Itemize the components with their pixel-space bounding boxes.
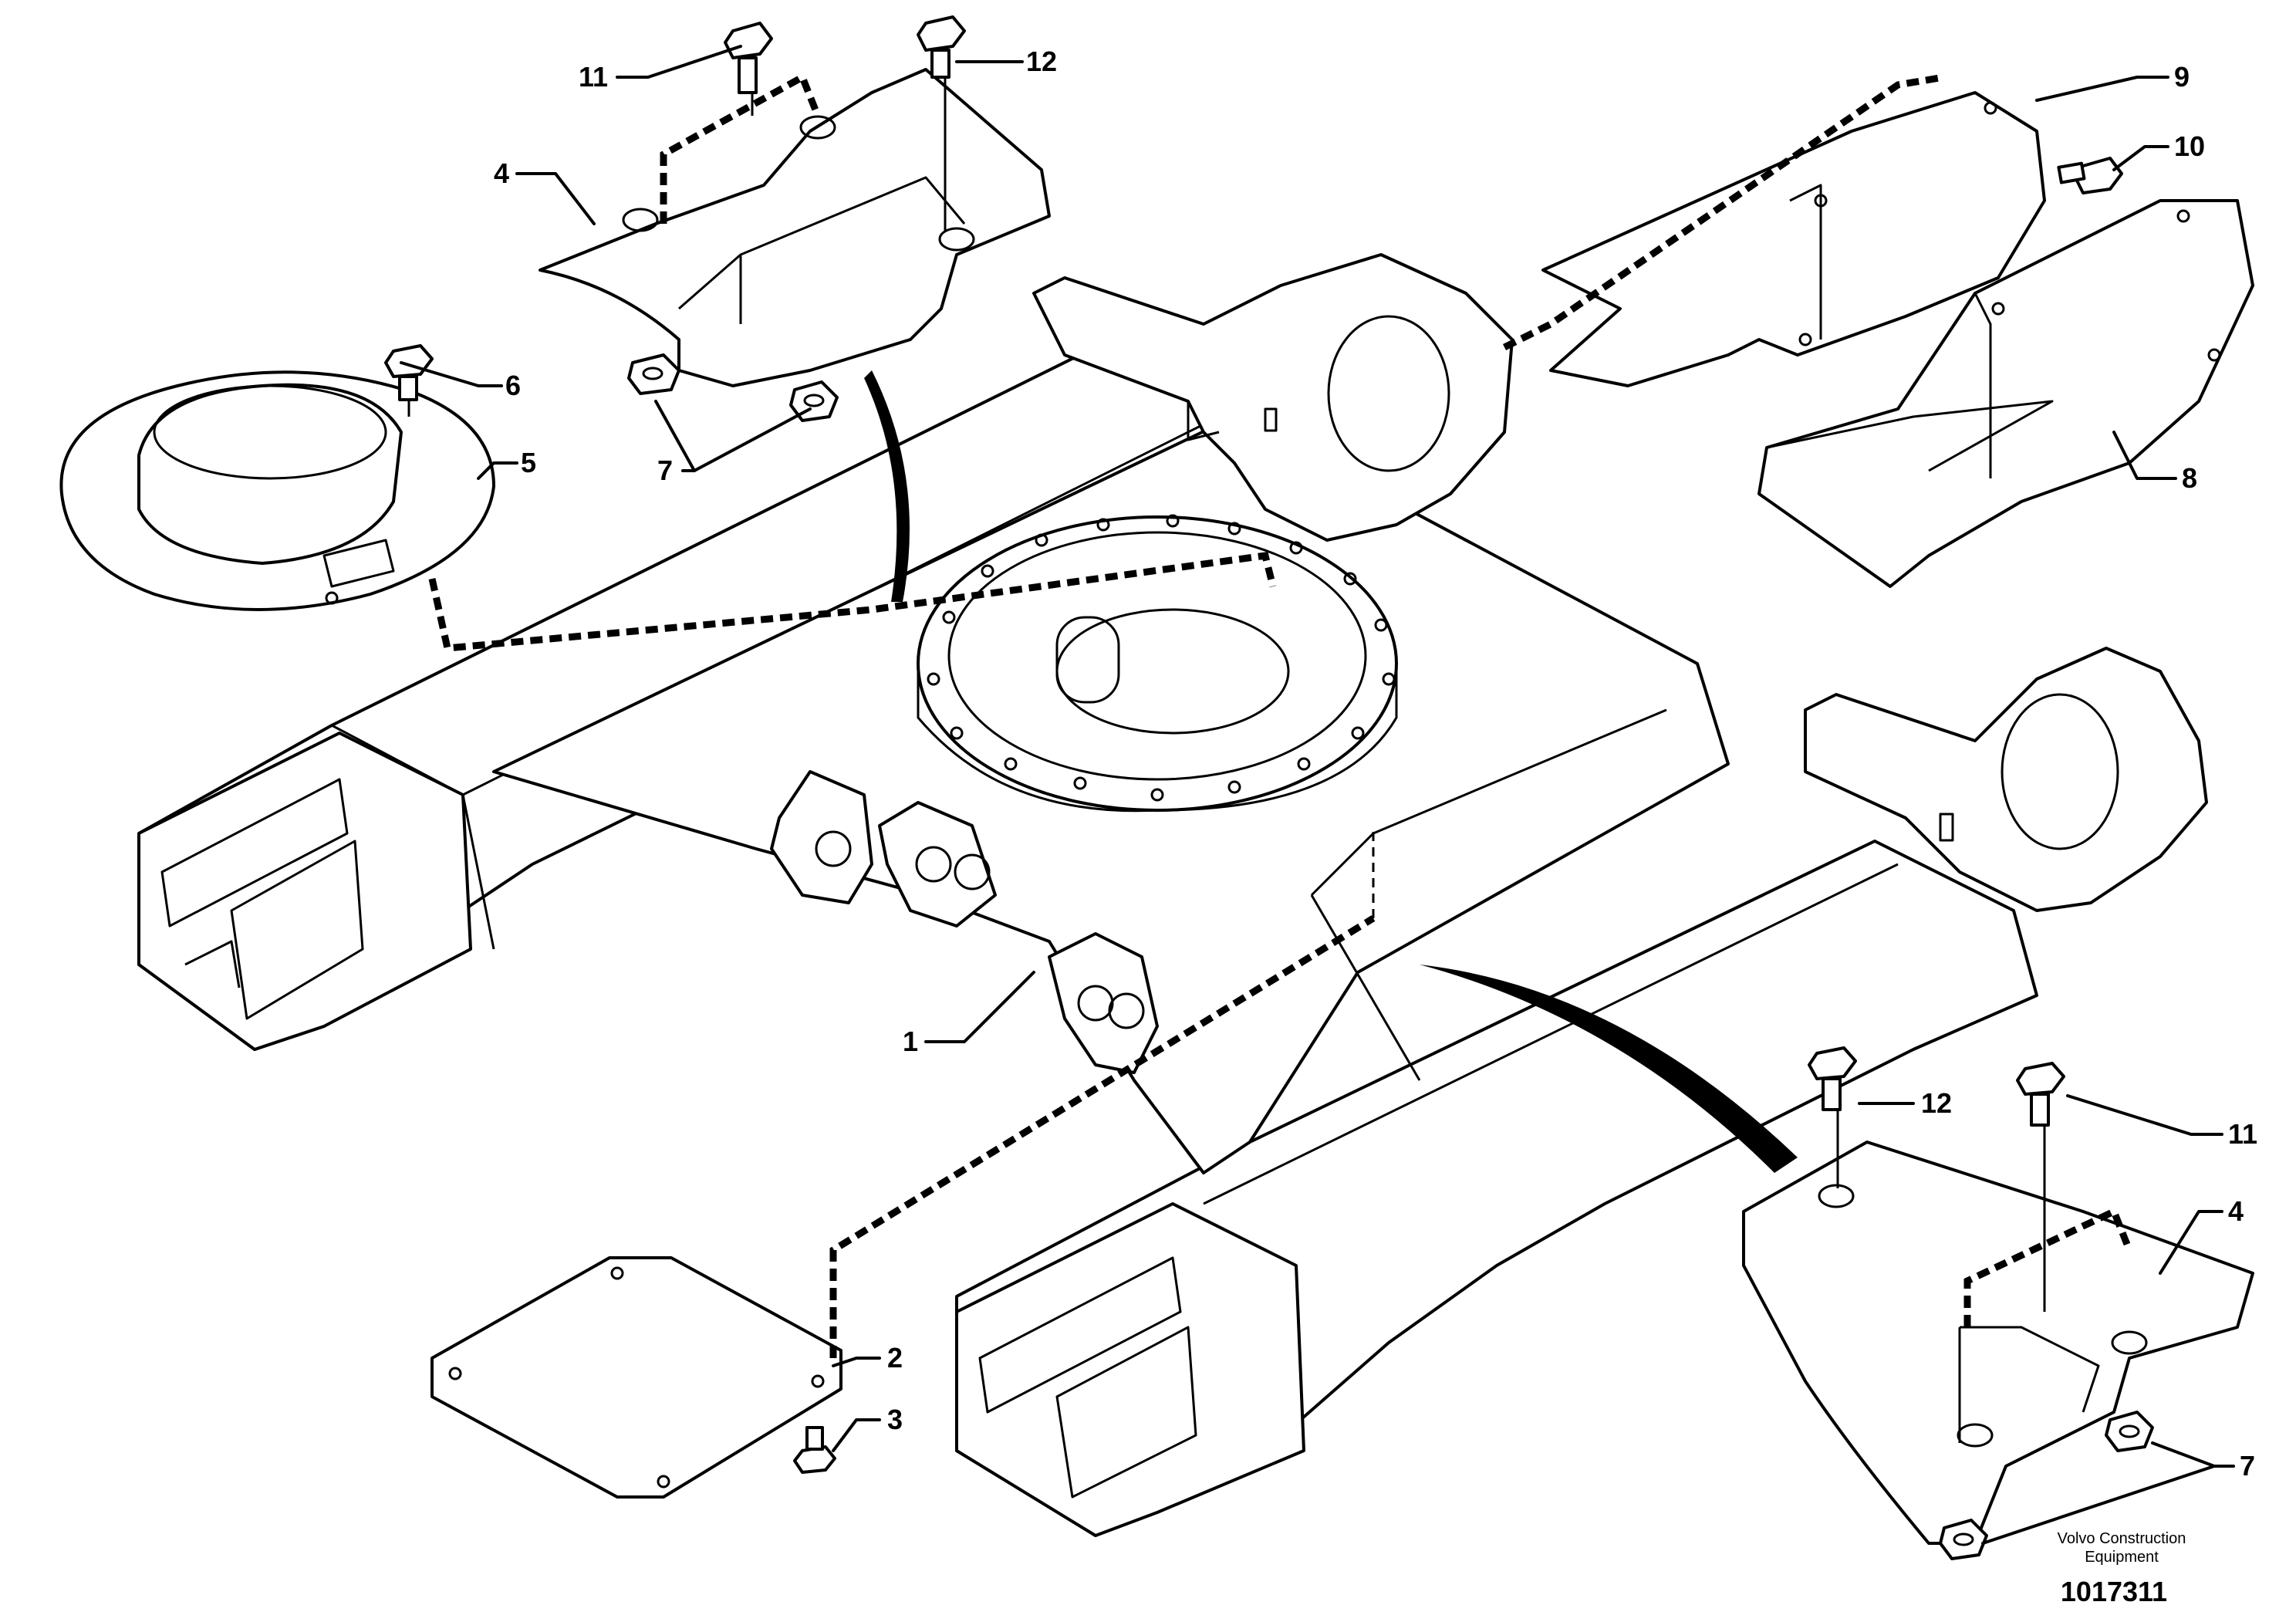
nut-icon: [2105, 1411, 2154, 1452]
callout-10: 10: [2174, 130, 2205, 162]
nut-icon: [1939, 1519, 1988, 1560]
bolt-icon: [1808, 1046, 1857, 1111]
front-guard: [1757, 199, 2254, 588]
callout-leaders: [400, 45, 2235, 1545]
callout-7: 7: [2240, 1450, 2255, 1482]
cover-plate-lower: [1742, 1140, 2254, 1545]
assembly-lines: [407, 72, 2133, 1358]
callout-6: 6: [505, 370, 521, 401]
callout-1: 1: [903, 1026, 918, 1057]
callout-4: 4: [494, 157, 509, 189]
bolt-icon: [724, 22, 773, 94]
callout-5: 5: [521, 447, 536, 478]
bolt-icon: [384, 344, 434, 401]
bolt-icon: [2057, 157, 2123, 194]
callout-2: 2: [887, 1342, 903, 1374]
nut-icon: [789, 380, 839, 422]
callout-11: 11: [579, 61, 608, 93]
bolt-icon: [793, 1426, 836, 1474]
cover-plate-upper: [539, 68, 1051, 387]
brand-line-1: Volvo Construction: [2058, 1530, 2186, 1547]
bolt-icon: [2016, 1062, 2065, 1127]
ring-bolt-holes: [927, 514, 1396, 802]
bolt-icon: [917, 15, 966, 79]
callout-12: 12: [1026, 46, 1057, 77]
swivel-cover-flange: [59, 370, 495, 611]
undercarriage-frame: [137, 253, 2208, 1537]
callout-3: 3: [887, 1404, 903, 1435]
footer-block: Volvo Construction Equipment 1017311: [2058, 1530, 2186, 1607]
callout-12: 12: [1921, 1087, 1952, 1119]
callout-8: 8: [2182, 462, 2197, 494]
brand-line-2: Equipment: [2085, 1549, 2159, 1566]
access-cover-plate: [430, 1256, 842, 1499]
bolts-and-nuts: [384, 15, 2154, 1560]
callout-9: 9: [2174, 61, 2190, 93]
callout-7: 7: [657, 454, 673, 486]
drawing-number: 1017311: [2061, 1576, 2167, 1607]
callout-11: 11: [2228, 1118, 2257, 1150]
callout-4: 4: [2228, 1195, 2244, 1227]
rear-guard: [1541, 91, 2046, 387]
callout-numbers: 11 12 4 6 5 7 9 10 8 1 2 3 12 11 4 7: [494, 46, 2257, 1482]
nut-icon: [627, 353, 680, 395]
